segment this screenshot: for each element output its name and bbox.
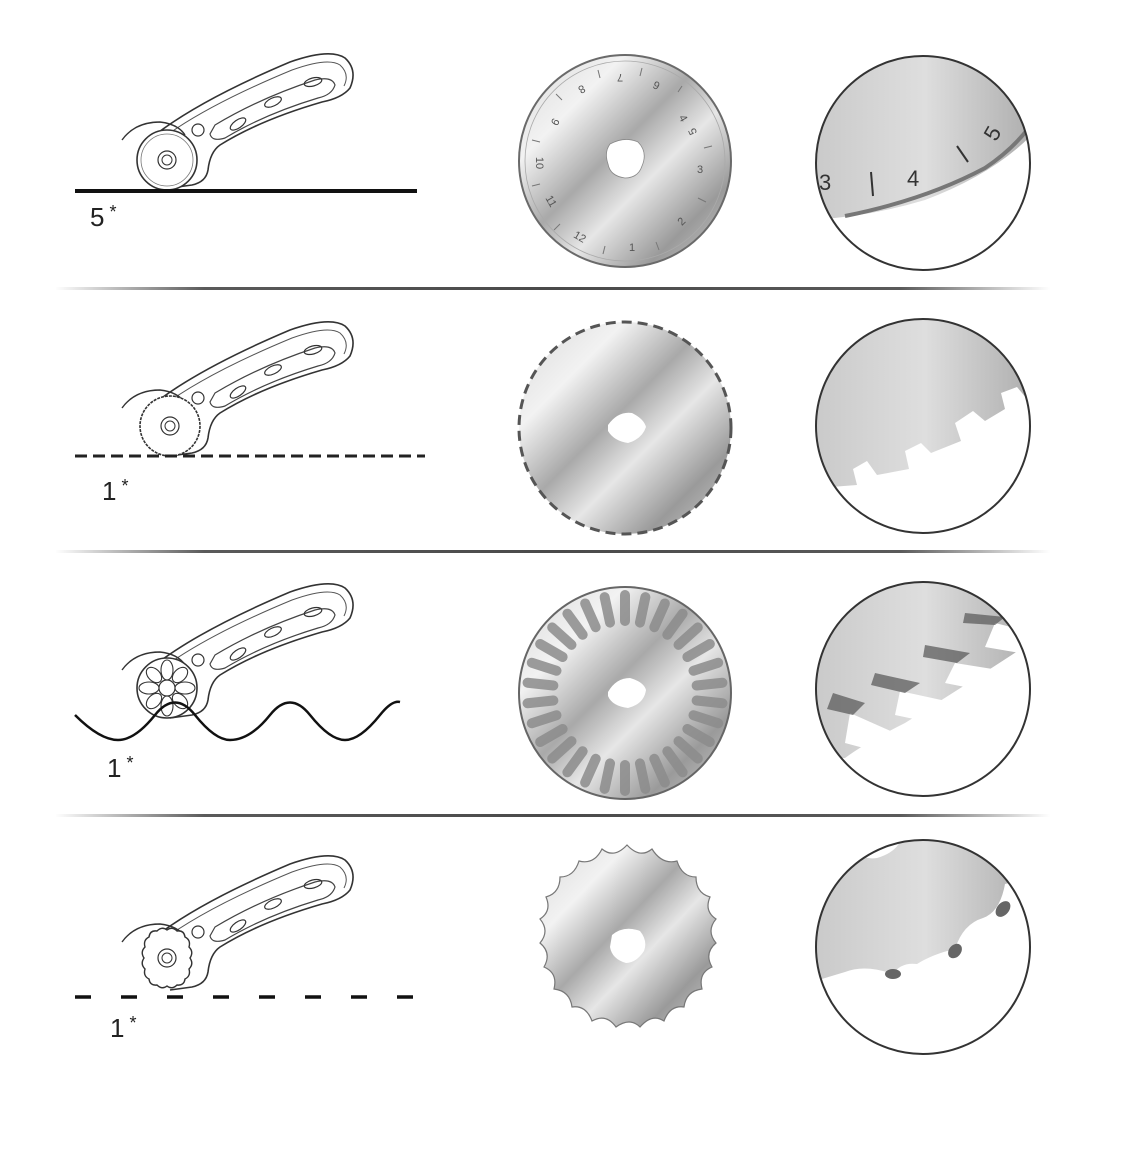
svg-text:3: 3 xyxy=(819,170,831,195)
scallop-blade xyxy=(512,837,742,1067)
quantity-value: 1 xyxy=(107,753,123,783)
svg-text:11: 11 xyxy=(543,194,559,210)
rotary-cutter-icon xyxy=(75,53,417,193)
quantity-value: 5 xyxy=(90,202,106,232)
wave-cut-line xyxy=(74,700,401,742)
svg-text:9: 9 xyxy=(548,116,561,127)
svg-text:7: 7 xyxy=(617,71,623,83)
rotary-cutter-wave xyxy=(60,570,440,790)
rotary-cutter-icon xyxy=(75,321,425,458)
zoom-detail-perforated xyxy=(805,313,1045,553)
rotary-cutter-straight xyxy=(60,40,440,260)
straight-ruler-blade: 4 3 2 1 12 11 10 9 8 7 6 5 xyxy=(510,48,740,278)
blade-row-straight: 5* 4 3 2 1 12 11 10 9 8 7 6 5 xyxy=(0,0,1148,288)
svg-text:4: 4 xyxy=(907,166,919,191)
quantity-suffix: * xyxy=(109,202,118,222)
quantity-value: 1 xyxy=(102,476,118,506)
perforating-blade xyxy=(510,315,740,545)
quantity-suffix: * xyxy=(126,753,135,773)
row-separator xyxy=(55,550,1050,553)
magnify-detail-icon xyxy=(815,318,1031,534)
quantity-label: 1* xyxy=(107,753,134,784)
svg-text:6: 6 xyxy=(651,78,662,91)
rotary-cutter-perforated xyxy=(60,308,440,528)
magnify-detail-icon: 3 4 5 xyxy=(815,55,1031,271)
quantity-suffix: * xyxy=(121,476,130,496)
svg-text:4: 4 xyxy=(676,113,689,124)
row-separator xyxy=(55,287,1050,290)
blade-row-perforated: 1* xyxy=(0,290,1148,552)
zoom-detail-scallop xyxy=(805,834,1045,1074)
zoom-detail-wave xyxy=(805,573,1045,813)
svg-text:8: 8 xyxy=(576,82,587,95)
svg-text:5: 5 xyxy=(687,126,700,137)
rotary-cutter-icon xyxy=(74,583,401,742)
rotary-cutter-icon xyxy=(75,855,425,999)
svg-text:10: 10 xyxy=(533,157,545,169)
wave-blade-icon xyxy=(518,586,732,800)
quantity-value: 1 xyxy=(110,1013,126,1043)
zoom-detail-straight: 3 4 5 xyxy=(805,50,1045,290)
magnify-detail-icon xyxy=(815,839,1031,1055)
quantity-label: 1* xyxy=(110,1013,137,1044)
rotary-cutter-scallop xyxy=(60,842,440,1062)
blade-row-wave: 1* xyxy=(0,553,1148,815)
svg-text:12: 12 xyxy=(571,229,588,246)
perforating-blade-icon xyxy=(517,320,733,536)
svg-text:3: 3 xyxy=(697,164,703,176)
magnify-detail-icon xyxy=(815,581,1031,797)
scallop-blade-icon xyxy=(539,844,717,1028)
svg-text:1: 1 xyxy=(629,242,635,254)
quantity-label: 5* xyxy=(90,202,117,233)
quantity-suffix: * xyxy=(129,1013,138,1033)
quantity-label: 1* xyxy=(102,476,129,507)
blade-row-scallop: 1* xyxy=(0,817,1148,1097)
row-separator xyxy=(55,814,1050,817)
wave-skip-blade xyxy=(510,580,740,810)
ruler-blade-icon: 4 3 2 1 12 11 10 9 8 7 6 5 xyxy=(518,54,732,268)
